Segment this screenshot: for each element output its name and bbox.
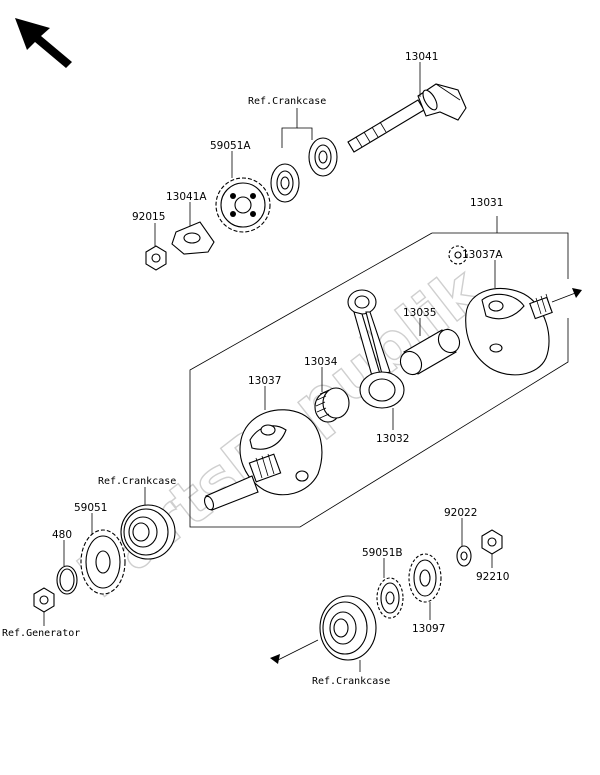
label-ref-crankcase-left: Ref.Crankcase bbox=[98, 476, 176, 487]
label-ref-crankcase-top: Ref.Crankcase bbox=[248, 96, 326, 107]
label-13032: 13032 bbox=[376, 433, 409, 445]
balancer-shaft-13041 bbox=[347, 83, 467, 153]
label-ref-generator: Ref.Generator bbox=[2, 628, 80, 639]
balancer-weight-13041A bbox=[171, 221, 215, 255]
label-13037A: 13037A bbox=[462, 249, 503, 261]
gear-symbol-icon bbox=[448, 245, 468, 265]
bearing-top-left bbox=[270, 163, 300, 203]
label-ref-crankcase-bottom: Ref.Crankcase bbox=[312, 676, 390, 687]
bearing-top-right bbox=[308, 137, 338, 177]
nut-92210 bbox=[481, 529, 503, 555]
gear-13097 bbox=[408, 553, 442, 603]
label-13097: 13097 bbox=[412, 623, 445, 635]
flywheel-left-13037 bbox=[203, 409, 323, 511]
nut-92015 bbox=[145, 245, 167, 271]
connecting-rod-13032 bbox=[347, 289, 405, 409]
washer-92022 bbox=[456, 545, 472, 567]
nut-left bbox=[33, 587, 55, 613]
label-13034: 13034 bbox=[304, 356, 338, 368]
label-13037: 13037 bbox=[248, 375, 281, 387]
crankpin-13035 bbox=[399, 328, 461, 376]
front-direction-arrow-icon bbox=[15, 18, 72, 68]
label-13031: 13031 bbox=[470, 197, 503, 209]
label-92015: 92015 bbox=[132, 211, 165, 223]
label-59051A: 59051A bbox=[210, 140, 251, 152]
label-59051: 59051 bbox=[74, 502, 107, 514]
circlip-480 bbox=[56, 565, 78, 595]
label-13041A: 13041A bbox=[166, 191, 207, 203]
label-13035: 13035 bbox=[403, 307, 436, 319]
label-480: 480 bbox=[52, 529, 72, 541]
bearing-left bbox=[120, 504, 176, 560]
label-92210: 92210 bbox=[476, 571, 509, 583]
gear-59051A bbox=[215, 177, 271, 233]
crankshaft-assembly-outline bbox=[189, 216, 569, 528]
gear-59051B bbox=[376, 577, 404, 619]
label-59051B: 59051B bbox=[362, 547, 403, 559]
needle-bearing-13034 bbox=[314, 387, 350, 423]
bearing-bottom bbox=[270, 595, 377, 664]
flywheel-right-13037A bbox=[465, 287, 582, 376]
label-13041: 13041 bbox=[405, 51, 438, 63]
gear-59051 bbox=[80, 529, 126, 595]
label-92022: 92022 bbox=[444, 507, 477, 519]
